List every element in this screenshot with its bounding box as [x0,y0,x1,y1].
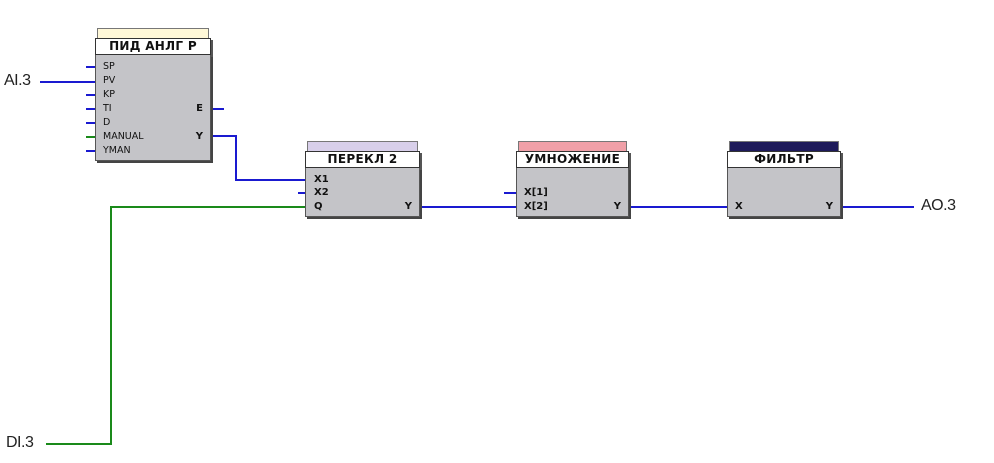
switch-block-title: ПЕРЕКЛ 2 [305,151,420,168]
pid-port-sp[interactable]: SP [103,61,115,72]
filter-block[interactable]: ФИЛЬТР X Y [727,141,841,217]
pid-port-yman[interactable]: YMAN [103,145,131,156]
multiply-block-color-tab [518,141,627,152]
switch-port-q[interactable]: Q [314,201,323,212]
filter-block-body [727,168,841,217]
switch-block[interactable]: ПЕРЕКЛ 2 X1 X2 Q Y [305,141,420,217]
input-label-ai3: AI.3 [4,72,31,89]
multiply-block-title: УМНОЖЕНИЕ [516,151,629,168]
output-label-ao3: AO.3 [921,197,956,214]
wire-pid-y-to-switch-x1 [212,135,312,181]
switch-port-x2[interactable]: X2 [314,187,329,198]
switch-block-body [305,168,420,217]
filter-block-title: ФИЛЬТР [727,151,841,168]
multiply-block-body [516,168,629,217]
switch-port-y[interactable]: Y [404,201,412,212]
switch-port-x1[interactable]: X1 [314,174,329,185]
multiply-port-x1[interactable]: X[1] [524,187,548,198]
pid-block-title: ПИД АНЛГ Р [95,38,211,55]
pid-port-d[interactable]: D [103,117,111,128]
filter-block-color-tab [729,141,839,152]
filter-port-x[interactable]: X [735,201,743,212]
pid-block-body [95,55,211,161]
pid-port-pv[interactable]: PV [103,75,116,86]
pid-port-y[interactable]: Y [195,131,203,142]
input-label-di3: DI.3 [6,434,34,451]
pid-port-e[interactable]: E [196,103,203,114]
multiply-port-y[interactable]: Y [613,201,621,212]
switch-block-color-tab [307,141,418,152]
multiply-block[interactable]: УМНОЖЕНИЕ X[1] X[2] Y [516,141,629,217]
wire-di3-to-switch-q [46,206,312,445]
pid-port-ti[interactable]: TI [103,103,112,114]
filter-port-y[interactable]: Y [825,201,833,212]
pid-block-color-tab [97,28,209,39]
pid-port-kp[interactable]: KP [103,89,115,100]
pid-block[interactable]: ПИД АНЛГ Р SP PV KP TI D MANUAL YMAN E Y [95,28,211,161]
pid-port-manual[interactable]: MANUAL [103,131,144,142]
multiply-port-x2[interactable]: X[2] [524,201,548,212]
